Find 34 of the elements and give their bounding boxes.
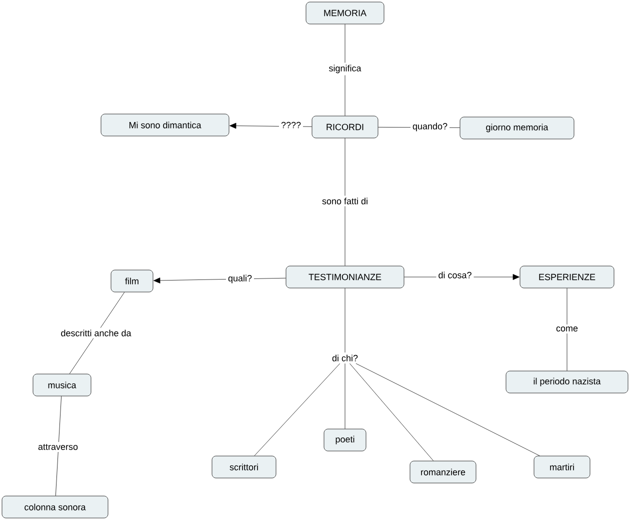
edge-label: di cosa?	[436, 270, 474, 280]
connector	[344, 363, 346, 429]
concept-box: RICORDI	[312, 116, 378, 138]
linking-phrase: di chi?	[332, 354, 358, 362]
connector	[344, 24, 346, 116]
concept-box: ESPERIENZE	[520, 266, 614, 288]
edge-label: quali?	[226, 272, 254, 286]
concept-box: giorno memoria	[460, 116, 574, 140]
connector	[55, 396, 62, 496]
connector	[356, 363, 540, 456]
concept-box: Mi sono dimantica	[100, 114, 230, 136]
concept-box: poeti	[324, 428, 366, 452]
edge-label: descritti anche da	[58, 328, 134, 338]
connector	[566, 288, 568, 371]
concept-box: musica	[32, 374, 92, 396]
concept-box: romanziere	[410, 460, 476, 484]
connector	[254, 363, 340, 456]
connector	[344, 138, 346, 266]
edge-label: come	[554, 324, 580, 334]
connector	[344, 288, 346, 353]
concept-box: MEMORIA	[306, 2, 384, 24]
concept-box: il periodo nazista	[506, 370, 628, 394]
connector	[350, 363, 434, 461]
concept-box: scrittori	[212, 456, 276, 478]
concept-box: film	[110, 270, 154, 292]
edge-label: significa	[326, 62, 364, 76]
concept-box: colonna sonora	[2, 496, 108, 518]
edge-label: attraverso	[36, 442, 80, 452]
connector	[69, 292, 125, 374]
edge-label: sono fatti di	[320, 196, 370, 206]
edge-label: ????	[279, 120, 304, 130]
concept-box: TESTIMONIANZE	[286, 266, 404, 288]
edge-label: quando?	[410, 120, 450, 134]
concept-box: martiri	[534, 456, 590, 478]
